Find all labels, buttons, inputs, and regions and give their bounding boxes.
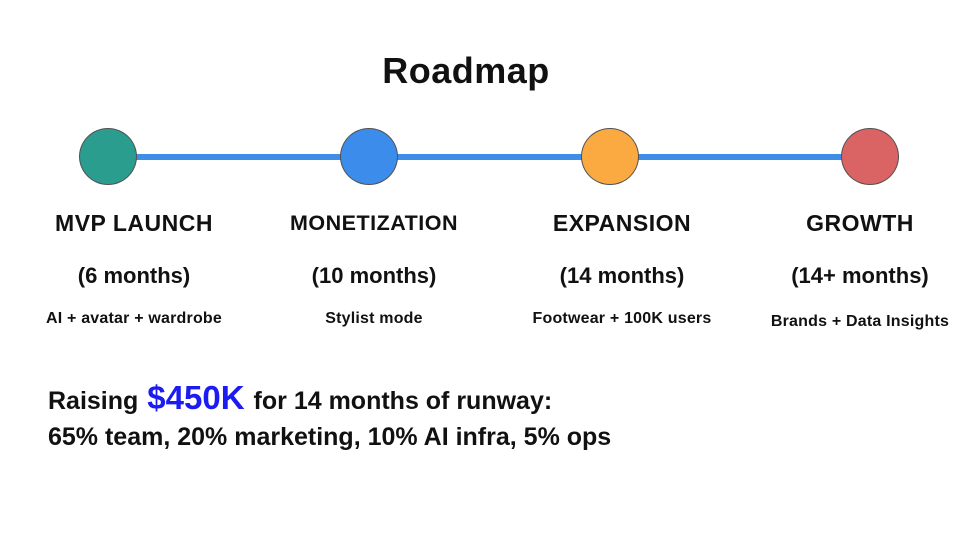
funding-line1-prefix: Raising bbox=[48, 387, 139, 415]
funding-summary: Raising $450K for 14 months of runway: 65%… bbox=[48, 378, 928, 453]
slide-title: Roadmap bbox=[382, 50, 550, 91]
milestone-expansion: EXPANSION (14 months) Footwear + 100K us… bbox=[497, 208, 747, 329]
funding-line1: Raising $450K for 14 months of runway: bbox=[48, 378, 928, 421]
funding-line2: 65% team, 20% marketing, 10% AI infra, 5… bbox=[48, 423, 612, 451]
milestone-duration: (6 months) bbox=[77, 263, 191, 288]
milestone-detail: Stylist mode bbox=[325, 310, 423, 327]
milestone-name: EXPANSION bbox=[552, 210, 692, 236]
milestone-detail: Brands + Data Insights bbox=[770, 313, 950, 330]
milestone-dot-expansion bbox=[581, 128, 639, 185]
milestone-detail: AI + avatar + wardrobe bbox=[45, 310, 223, 327]
milestone-dot-monetization bbox=[340, 128, 398, 185]
milestone-growth: GROWTH (14+ months) Brands + Data Insigh… bbox=[735, 208, 960, 332]
milestone-dot-mvp-launch bbox=[79, 128, 137, 185]
milestone-duration: (10 months) bbox=[311, 263, 437, 288]
milestone-name: GROWTH bbox=[806, 210, 914, 236]
milestone-name: MONETIZATION bbox=[289, 211, 459, 235]
funding-amount: $450K bbox=[147, 379, 245, 416]
milestone-monetization: MONETIZATION (10 months) Stylist mode bbox=[249, 208, 499, 329]
milestone-mvp-launch: MVP LAUNCH (6 months) AI + avatar + ward… bbox=[9, 208, 259, 329]
milestone-dot-growth bbox=[841, 128, 899, 185]
timeline-line bbox=[112, 154, 864, 160]
milestone-duration: (14+ months) bbox=[791, 263, 929, 288]
milestone-name: MVP LAUNCH bbox=[55, 210, 213, 236]
milestone-duration: (14 months) bbox=[559, 263, 685, 288]
funding-line1-suffix: for 14 months of runway: bbox=[253, 387, 553, 415]
milestone-detail: Footwear + 100K users bbox=[532, 310, 712, 327]
